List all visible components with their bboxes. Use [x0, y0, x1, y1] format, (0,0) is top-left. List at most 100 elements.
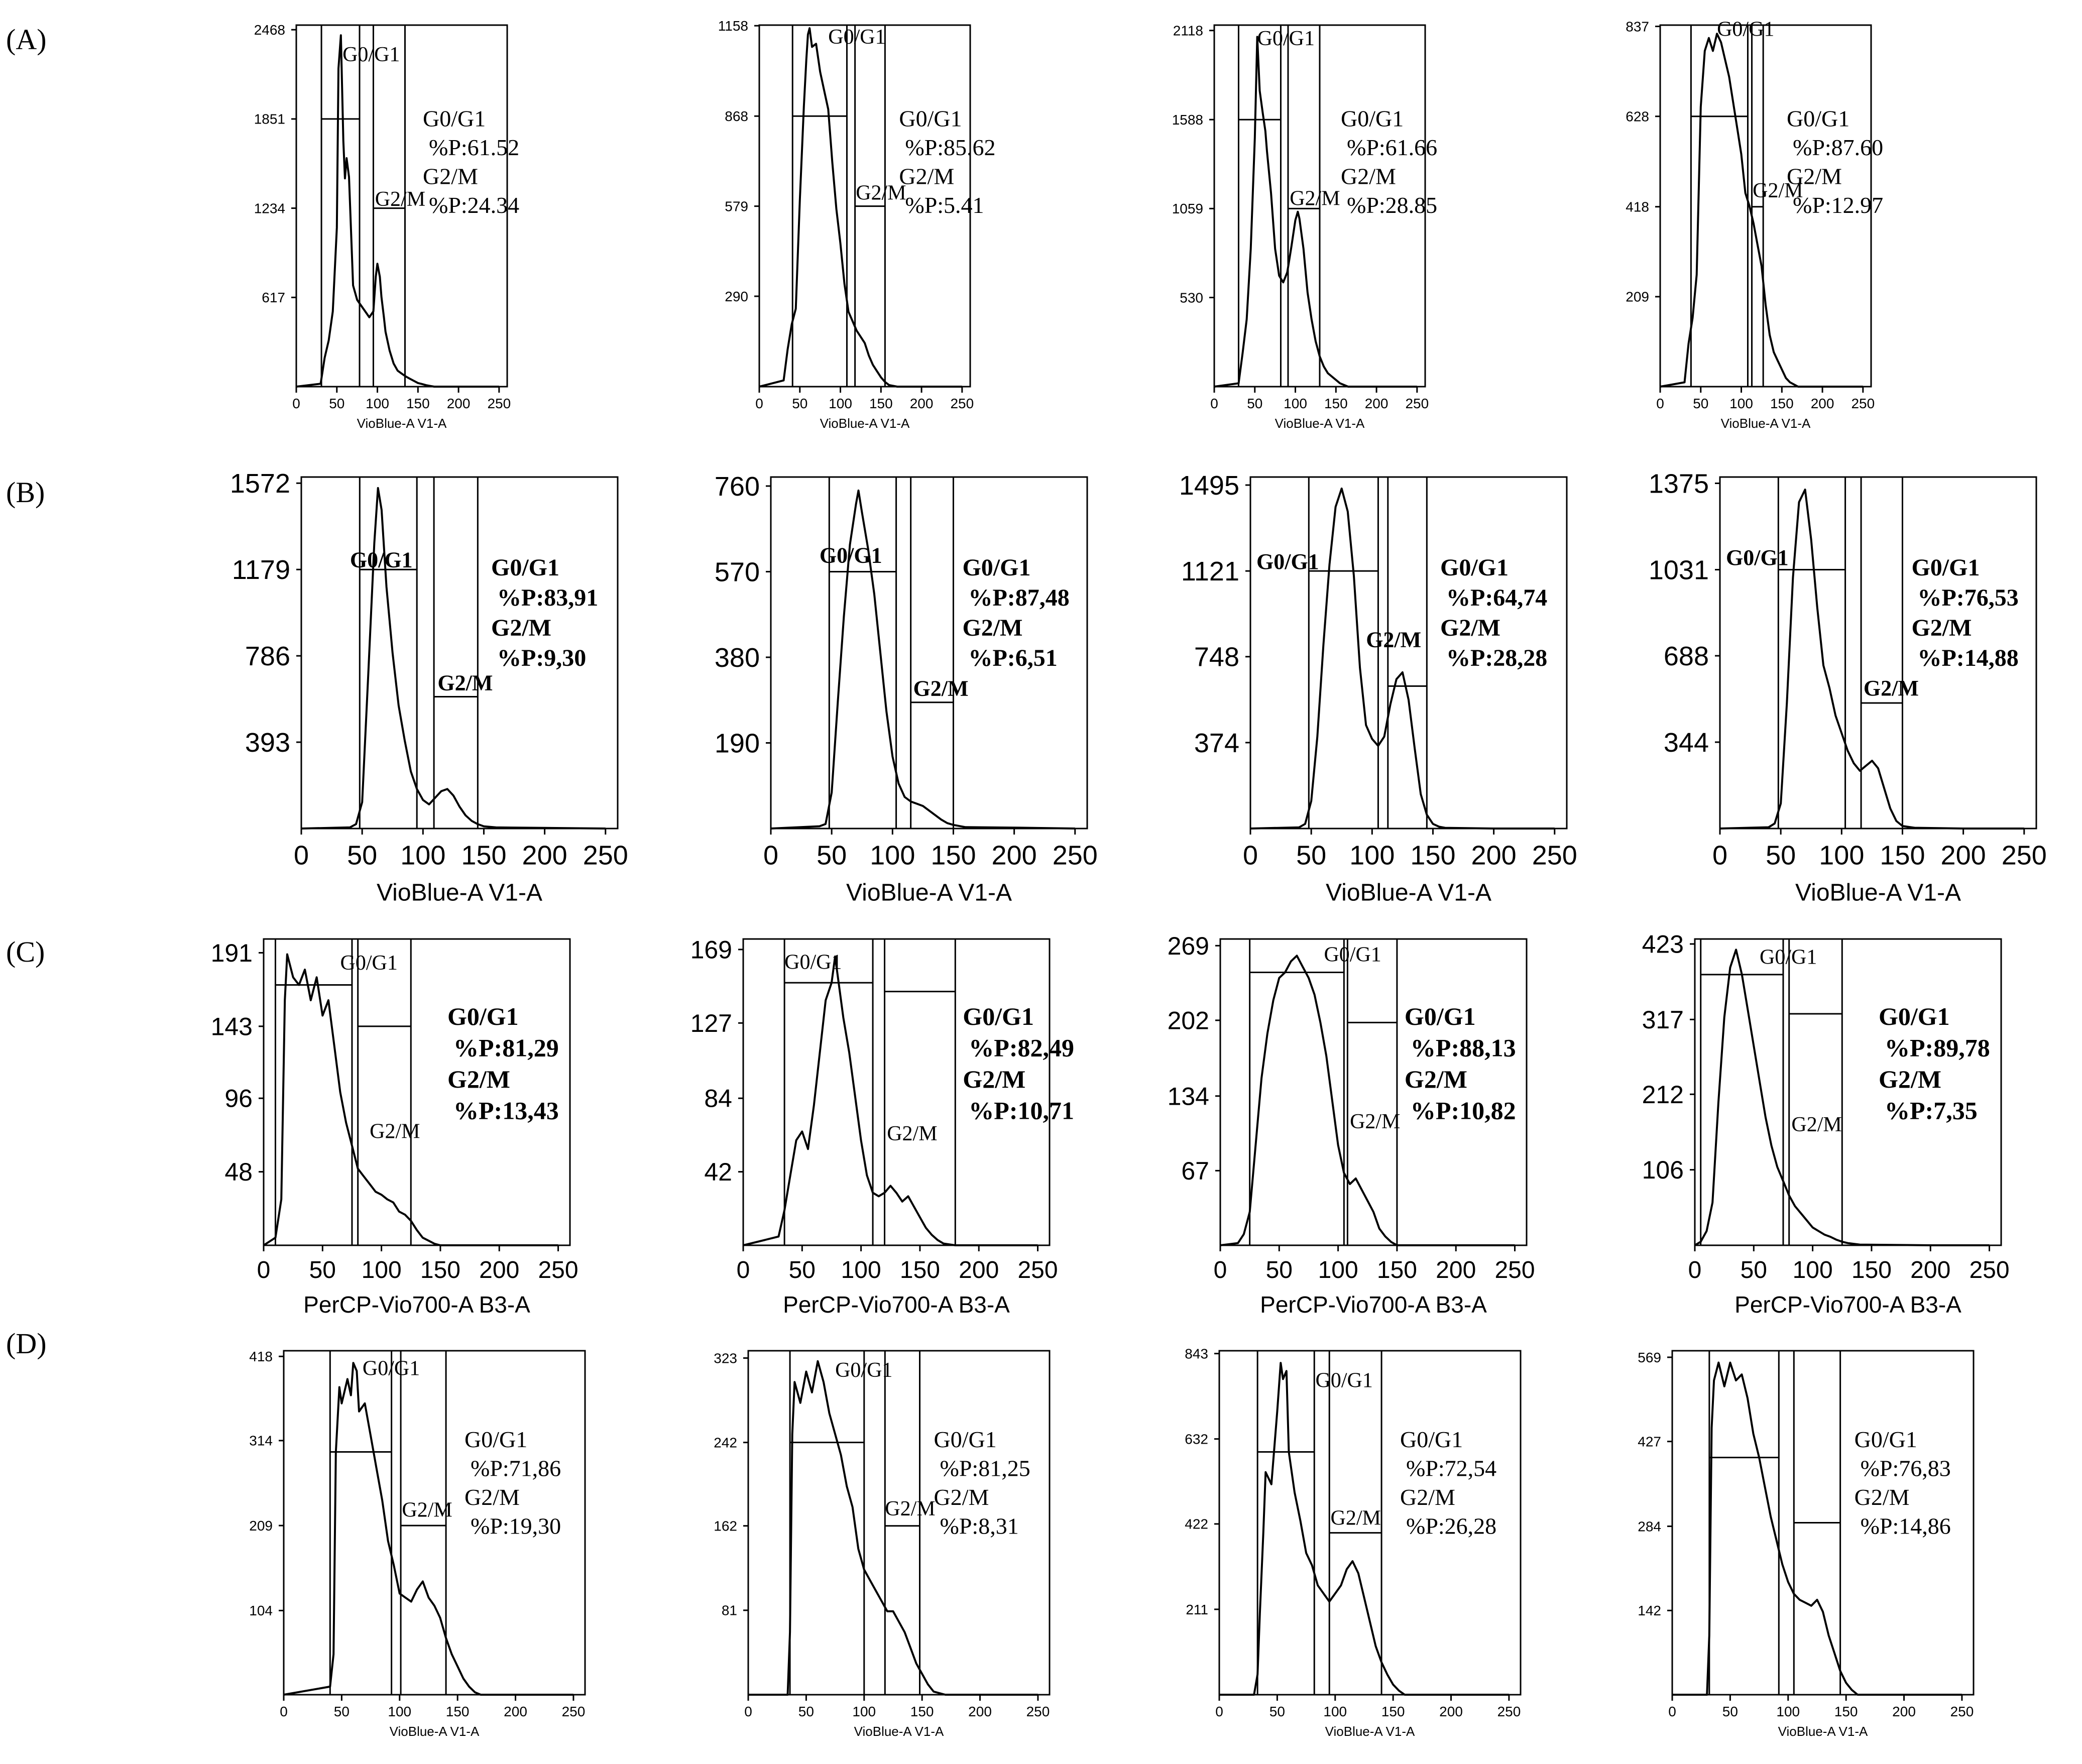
stat-g2-m-label: G2/M — [1879, 1065, 1941, 1093]
gate-label-g0-g1: G0/G1 — [1257, 27, 1315, 50]
y-tick-label: 1851 — [254, 111, 285, 127]
x-tick-label: 200 — [968, 1704, 992, 1719]
x-tick-label: 150 — [446, 1704, 470, 1719]
plot-frame — [1719, 476, 2037, 830]
x-tick-label: 200 — [1910, 1257, 1950, 1283]
y-tick-label: 143 — [211, 1012, 253, 1040]
gate-label-g0-g1: G0/G1 — [340, 952, 398, 975]
stat-g2-m-percent: %P:6,51 — [968, 645, 1057, 671]
y-tick-label: 423 — [1642, 930, 1684, 958]
x-axis-label: VioBlue-A V1-A — [390, 1724, 480, 1739]
x-tick-label: 150 — [461, 840, 506, 870]
x-tick-label: 250 — [1026, 1704, 1050, 1719]
x-tick-label: 250 — [583, 840, 628, 870]
stat-g0-g1-percent: %P:88,13 — [1411, 1033, 1516, 1062]
x-tick-label: 250 — [1405, 396, 1429, 411]
stat-g2-m-percent: %P:24.34 — [429, 192, 519, 218]
stat-g2-m-percent: %P:9,30 — [497, 645, 586, 671]
y-tick-label: 269 — [1168, 932, 1209, 960]
y-tick-label: 1059 — [1172, 201, 1203, 216]
histogram-trace — [1250, 487, 1555, 830]
row-label-d: (D) — [6, 1327, 47, 1360]
y-tick-label: 209 — [1626, 289, 1649, 305]
x-tick-label: 250 — [2002, 840, 2047, 870]
y-tick-label: 374 — [1194, 728, 1239, 758]
x-tick-label: 100 — [1793, 1257, 1833, 1283]
gate-label-g2-m: G2/M — [375, 188, 425, 211]
stat-g0-g1-label: G0/G1 — [1911, 554, 1980, 581]
x-tick-label: 150 — [1381, 1704, 1405, 1719]
histogram-trace — [743, 955, 1038, 1246]
x-tick-label: 100 — [388, 1704, 411, 1719]
x-tick-label: 100 — [1729, 396, 1753, 411]
gate-label-g2-m: G2/M — [437, 670, 493, 695]
stat-g2-m-label: G2/M — [1440, 615, 1500, 641]
stat-g0-g1-label: G0/G1 — [1855, 1427, 1917, 1452]
plot-frame — [295, 24, 508, 388]
y-tick-label: 1234 — [254, 200, 285, 216]
x-tick-label: 250 — [1532, 840, 1577, 870]
x-axis-label: VioBlue-A V1-A — [1778, 1724, 1868, 1739]
y-tick-label: 1158 — [718, 18, 748, 34]
y-tick-label: 2118 — [1173, 23, 1203, 39]
y-tick-label: 84 — [704, 1085, 732, 1113]
x-axis-label: VioBlue-A V1-A — [854, 1724, 944, 1739]
gate-label-g2-m: G2/M — [1791, 1113, 1841, 1136]
histogram-trace — [1719, 489, 2024, 830]
x-tick-label: 50 — [1269, 1704, 1285, 1719]
y-tick-label: 1179 — [232, 555, 290, 585]
stat-g2-m-label: G2/M — [447, 1065, 510, 1093]
y-tick-label: 96 — [224, 1085, 253, 1113]
x-axis-label: VioBlue-A V1-A — [846, 879, 1012, 906]
x-tick-label: 0 — [744, 1704, 752, 1719]
x-tick-label: 50 — [1247, 396, 1262, 411]
x-tick-label: 50 — [798, 1704, 814, 1719]
stat-g0-g1-percent: %P:61.52 — [429, 135, 519, 160]
gate-label-g2-m: G2/M — [1290, 187, 1340, 210]
x-tick-label: 100 — [870, 840, 915, 870]
histogram-trace — [301, 487, 606, 830]
histogram-trace — [759, 27, 962, 388]
stat-g0-g1-percent: %P:85.62 — [905, 135, 995, 160]
y-tick-label: 1588 — [1172, 112, 1203, 128]
stat-g2-m-label: G2/M — [1405, 1065, 1467, 1093]
x-axis-label: PerCP-Vio700-A B3-A — [1734, 1291, 1961, 1318]
stat-g2-m-percent: %P:28.85 — [1347, 192, 1437, 218]
y-tick-label: 393 — [245, 728, 290, 758]
stat-g0-g1-percent: %P:76,53 — [1917, 584, 2018, 611]
stat-g0-g1-label: G0/G1 — [963, 1002, 1034, 1030]
x-tick-label: 100 — [1318, 1257, 1358, 1283]
y-tick-label: 418 — [1626, 199, 1649, 215]
y-tick-label: 760 — [715, 472, 760, 502]
stat-g0-g1-percent: %P:76,83 — [1861, 1455, 1951, 1481]
x-tick-label: 250 — [1017, 1257, 1058, 1283]
x-tick-label: 200 — [504, 1704, 527, 1719]
y-tick-label: 81 — [722, 1603, 737, 1618]
x-tick-label: 200 — [1436, 1257, 1476, 1283]
y-tick-label: 134 — [1168, 1082, 1209, 1110]
x-tick-label: 150 — [1410, 840, 1455, 870]
x-tick-label: 150 — [910, 1704, 934, 1719]
y-tick-label: 212 — [1642, 1081, 1684, 1109]
x-tick-label: 100 — [841, 1257, 881, 1283]
y-tick-label: 748 — [1194, 642, 1239, 672]
x-tick-label: 200 — [910, 396, 934, 411]
stat-g0-g1-percent: %P:64,74 — [1446, 584, 1547, 611]
stat-g2-m-label: G2/M — [934, 1484, 989, 1510]
x-tick-label: 150 — [1324, 396, 1348, 411]
x-axis-label: VioBlue-A V1-A — [1275, 416, 1365, 431]
x-tick-label: 200 — [522, 840, 567, 870]
x-tick-label: 0 — [294, 840, 309, 870]
row-label-b: (B) — [6, 476, 45, 509]
x-tick-label: 250 — [1494, 1257, 1535, 1283]
x-tick-label: 200 — [1365, 396, 1389, 411]
y-tick-label: 569 — [1638, 1350, 1661, 1365]
y-tick-label: 427 — [1638, 1434, 1661, 1449]
stat-g2-m-label: G2/M — [962, 615, 1022, 641]
plot-frame — [300, 476, 619, 830]
